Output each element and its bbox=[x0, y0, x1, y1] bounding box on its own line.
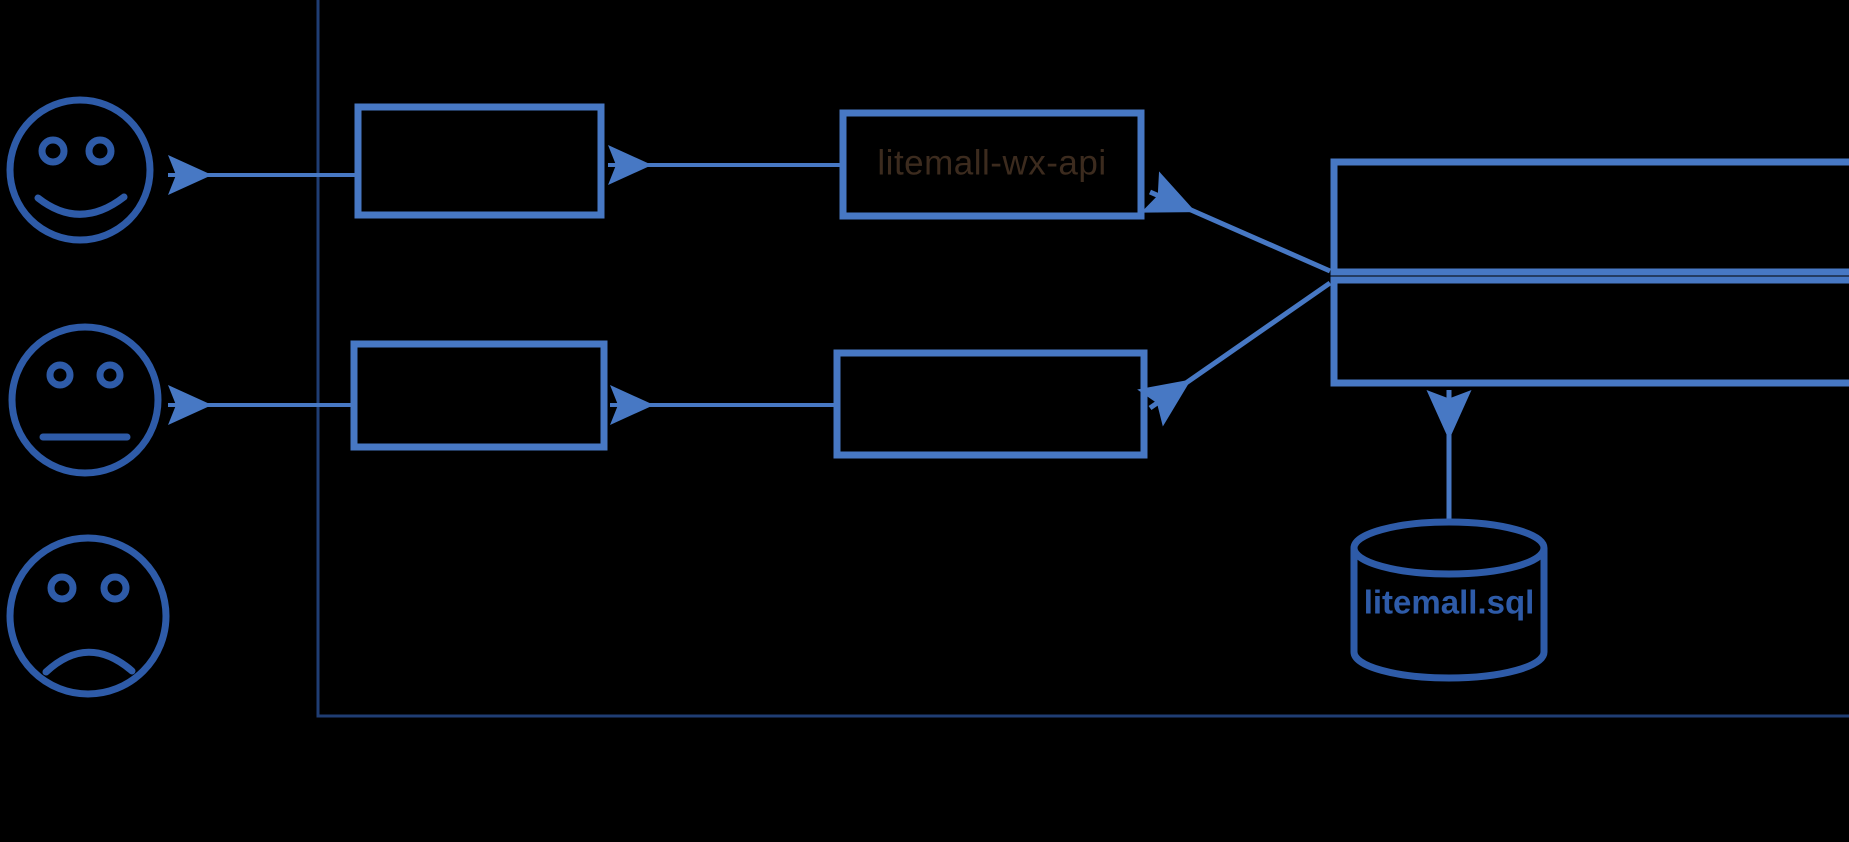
bottom-left-box[interactable] bbox=[350, 340, 608, 451]
happy-user-left-eye-icon bbox=[38, 136, 68, 166]
arrow-right-stack-to-bottom-middle-box bbox=[1137, 280, 1332, 427]
happy-user-smile-icon bbox=[34, 193, 128, 218]
bottom-middle-box[interactable] bbox=[833, 349, 1148, 459]
sad-user-face-icon bbox=[6, 534, 170, 698]
happy-user-face-icon bbox=[6, 96, 154, 244]
happy-user-right-eye-icon bbox=[85, 136, 115, 166]
litemall-sql-database[interactable]: litemall.sql bbox=[1350, 518, 1548, 682]
top-middle-box[interactable] bbox=[839, 109, 1145, 220]
right-lower-box[interactable] bbox=[1330, 276, 1849, 387]
sad-user-frown-icon bbox=[42, 648, 136, 676]
neutral-user-face-icon bbox=[8, 323, 162, 477]
neutral-user-right-eye-icon bbox=[96, 361, 124, 389]
right-upper-box[interactable] bbox=[1330, 158, 1849, 276]
sad-user-right-eye-icon bbox=[100, 573, 130, 603]
database-label: litemall.sql bbox=[1364, 584, 1535, 621]
happy-user-avatar bbox=[6, 96, 154, 244]
sad-user-avatar bbox=[6, 534, 170, 698]
sad-user-left-eye-icon bbox=[47, 573, 77, 603]
system-boundary-container bbox=[316, 0, 1849, 718]
neutral-user-left-eye-icon bbox=[46, 361, 74, 389]
arrow-right-stack-to-wx-api bbox=[1140, 171, 1332, 274]
database-cylinder-top-icon bbox=[1350, 518, 1548, 578]
neutral-user-avatar bbox=[8, 323, 162, 477]
database-cylinder-body-icon bbox=[1350, 548, 1548, 682]
top-left-box[interactable] bbox=[354, 103, 605, 219]
top-middle-box-label: litemall-wx-api bbox=[877, 143, 1106, 182]
